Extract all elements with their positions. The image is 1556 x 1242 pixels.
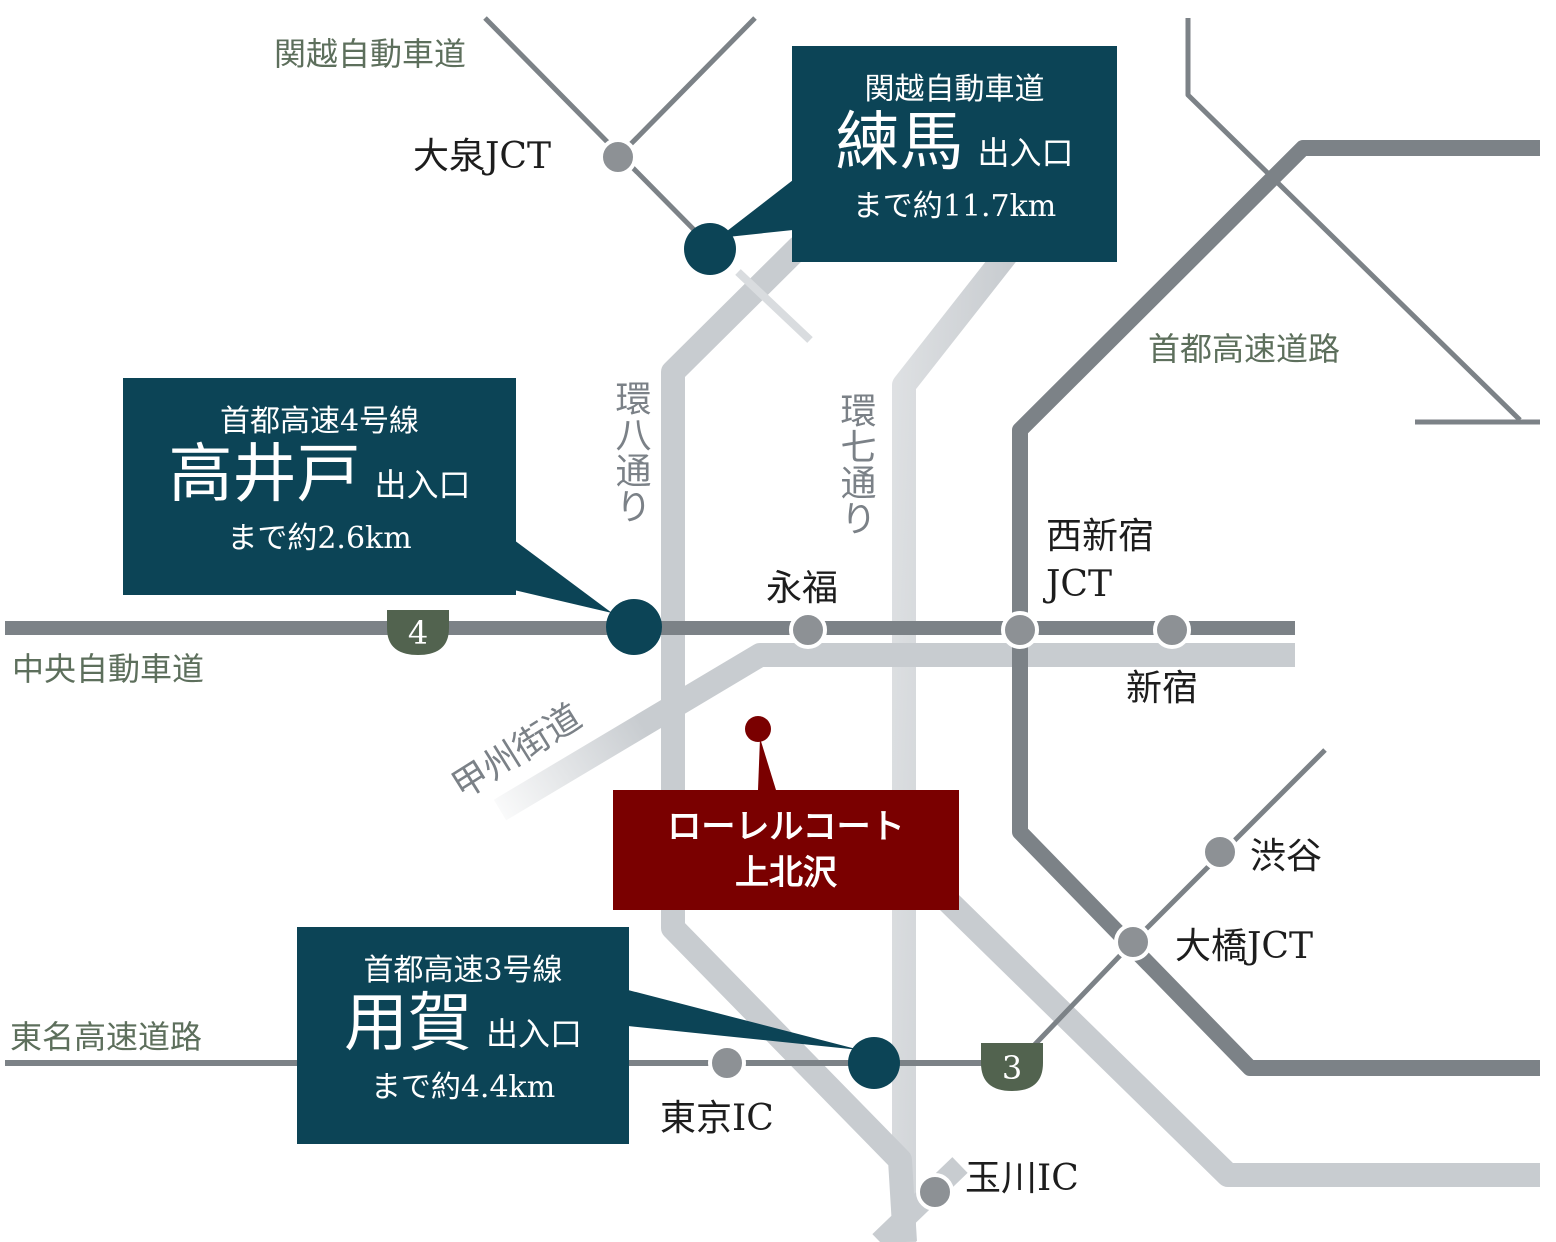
property-pointer (758, 738, 776, 790)
oizumi-jct-dot (599, 138, 637, 176)
nerima-pointer (718, 180, 793, 238)
route4-label: 4 (408, 614, 428, 652)
takaido-io: 出入口 (374, 466, 471, 504)
shibuya-line (1018, 748, 1327, 1062)
yoga-io: 出入口 (485, 1015, 582, 1053)
junction-dots (599, 138, 1239, 1211)
property-marker (745, 716, 771, 742)
eifuku-label: 永福 (766, 568, 838, 609)
nerima-io: 出入口 (977, 134, 1074, 172)
nishishinjuku-label-2: JCT (1042, 564, 1112, 605)
tomei-label: 東名高速道路 (10, 1018, 202, 1056)
kanetsu-label: 関越自動車道 (274, 35, 466, 73)
takaido-marker (606, 599, 662, 655)
route4-badge: 4 (387, 610, 449, 655)
property-name-line2: 上北沢 (735, 853, 837, 893)
kannana-road (892, 242, 1020, 1242)
route3-label: 3 (1002, 1049, 1022, 1087)
ohashi-jct-dot (1114, 923, 1152, 961)
tokyo-ic-dot (708, 1044, 746, 1082)
shinjuku-label: 新宿 (1126, 668, 1198, 709)
yoga-info-box: 首都高速3号線 用賀出入口 まで約4.4km (297, 927, 629, 1144)
takaido-name: 高井戸 (168, 438, 361, 512)
oizumi-jct-label: 大泉JCT (413, 136, 551, 177)
takaido-distance: まで約2.6km (227, 521, 412, 557)
yoga-marker (848, 1037, 900, 1089)
kannana-label: 環七通り (835, 392, 876, 536)
yoga-route: 首都高速3号線 (363, 953, 563, 988)
takaido-info-box: 首都高速4号線 高井戸出入口 まで約2.6km (123, 378, 516, 595)
shibuya-label: 渋谷 (1250, 836, 1322, 877)
route3-badge: 3 (981, 1043, 1043, 1091)
nerima-route: 関越自動車道 (864, 72, 1045, 107)
shuto-n-line (1185, 18, 1522, 422)
nerima-name: 練馬 (835, 106, 964, 180)
callout-pointers (514, 180, 860, 1050)
property-box: ローレルコート 上北沢 (613, 790, 959, 910)
property-name-line1: ローレルコート (667, 807, 905, 847)
kannana-south-road (895, 849, 1540, 1187)
shibuya-dot (1201, 833, 1239, 871)
eifuku-dot (789, 611, 827, 649)
kanpachi-label: 環八通り (610, 380, 651, 524)
access-markers (606, 223, 900, 1089)
takaido-route: 首都高速4号線 (219, 404, 420, 439)
tamagawa-ic-label: 玉川IC (965, 1158, 1079, 1199)
takaido-pointer (514, 540, 612, 613)
nishishinjuku-jct-dot (1001, 611, 1039, 649)
kanetsu-b (616, 16, 757, 159)
nerima-distance: まで約11.7km (852, 189, 1057, 225)
shinjuku-dot (1153, 611, 1191, 649)
kanetsu-a (483, 16, 712, 248)
shuto-label: 首都高速道路 (1148, 330, 1340, 368)
yoga-pointer (628, 990, 860, 1050)
chuo-label: 中央自動車道 (12, 650, 204, 688)
nerima-marker (684, 223, 736, 275)
tokyo-ic-label: 東京IC (660, 1098, 774, 1139)
yoga-distance: まで約4.4km (370, 1070, 556, 1106)
kanpachi-fade (735, 269, 813, 343)
nishishinjuku-label-1: 西新宿 (1046, 516, 1154, 557)
nerima-info-box: 関越自動車道 練馬出入口 まで約11.7km (792, 46, 1117, 262)
ohashi-jct-label: 大橋JCT (1175, 926, 1313, 967)
yoga-name: 用賀 (343, 987, 472, 1061)
tamagawa-ic-dot (916, 1173, 954, 1211)
